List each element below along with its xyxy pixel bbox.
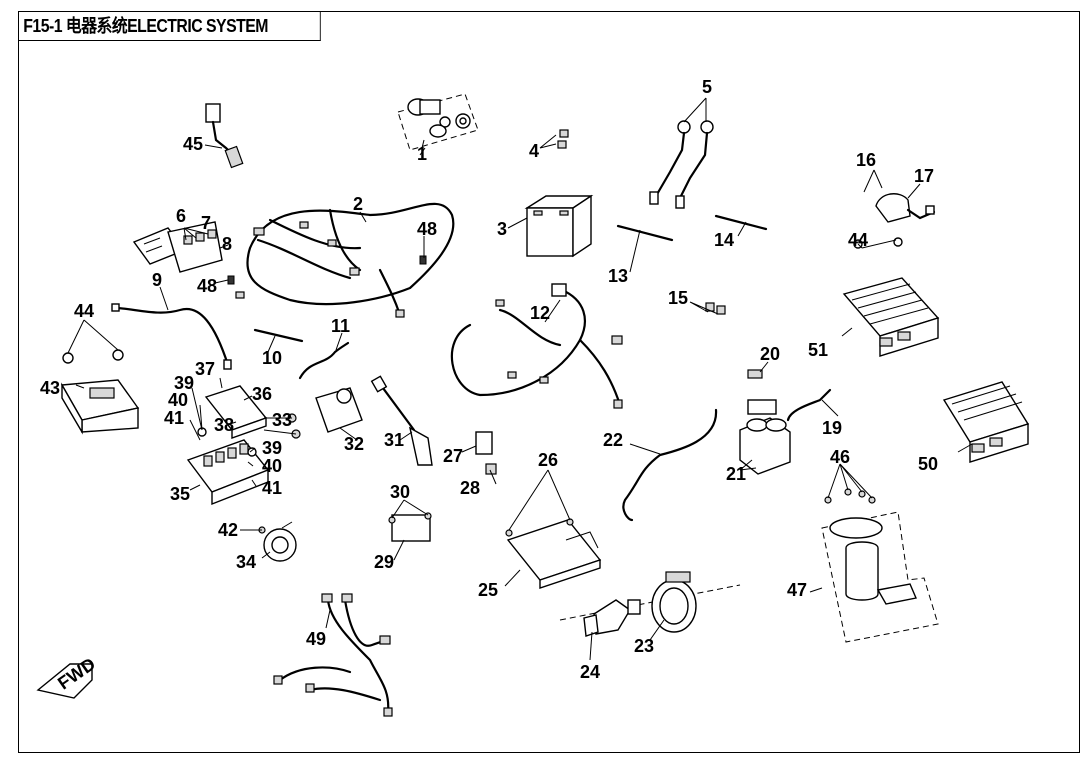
callout-40-left: 40 — [168, 390, 188, 410]
callout-27: 27 — [443, 446, 463, 466]
callout-47: 47 — [787, 580, 807, 600]
callout-33: 33 — [272, 410, 292, 430]
part-22-wire — [622, 408, 718, 522]
part-29-module — [388, 512, 432, 542]
callout-48-top: 48 — [417, 219, 437, 239]
part-15-clips — [705, 302, 726, 315]
callout-50: 50 — [918, 454, 938, 474]
part-17-sensor — [875, 193, 936, 223]
drawing-border — [18, 11, 1080, 753]
callout-13: 13 — [608, 266, 628, 286]
callout-46: 46 — [830, 447, 850, 467]
part-49-harness — [273, 593, 393, 717]
callout-39-right: 39 — [262, 438, 282, 458]
callout-37: 37 — [195, 359, 215, 379]
part-3-battery — [524, 194, 594, 258]
callout-8: 8 — [222, 234, 232, 254]
callout-32: 32 — [344, 434, 364, 454]
leader-lines — [67, 97, 973, 661]
callout-2: 2 — [353, 194, 363, 214]
part-47-fuel-pump-assembly — [821, 488, 939, 643]
part-14-rod — [714, 214, 768, 231]
callout-40-right: 40 — [262, 456, 282, 476]
callout-29: 29 — [374, 552, 394, 572]
callout-15: 15 — [668, 288, 688, 308]
callout-31: 31 — [384, 430, 404, 450]
callout-5: 5 — [702, 77, 712, 97]
callout-39-left: 39 — [174, 373, 194, 393]
callout-36: 36 — [252, 384, 272, 404]
callout-7: 7 — [201, 213, 211, 233]
callout-49: 49 — [306, 629, 326, 649]
callout-42: 42 — [218, 520, 238, 540]
callout-26: 26 — [538, 450, 558, 470]
part-32-coil — [287, 387, 363, 439]
part-27-relay — [475, 431, 497, 475]
callout-22: 22 — [603, 430, 623, 450]
callout-21: 21 — [726, 464, 746, 484]
part-5-wires — [649, 120, 714, 209]
diagram-title: F15-1 电器系统ELECTRIC SYSTEM — [18, 11, 321, 41]
callout-3: 3 — [497, 219, 507, 239]
callout-labels: 45 1 4 5 2 3 48 6 7 8 48 9 10 11 44 43 3… — [40, 77, 938, 682]
callout-6: 6 — [176, 206, 186, 226]
part-25-cover — [505, 518, 602, 589]
part-4-clips — [557, 129, 569, 149]
part-10-rod — [253, 328, 304, 343]
callout-28: 28 — [460, 478, 480, 498]
callout-44-right: 44 — [848, 230, 868, 250]
callout-17: 17 — [914, 166, 934, 186]
callout-11: 11 — [331, 316, 350, 336]
part-45-sensor — [205, 103, 244, 169]
callout-35: 35 — [170, 484, 190, 504]
part-9-wire — [111, 303, 232, 370]
part-51-regulator — [842, 237, 940, 357]
callout-51: 51 — [808, 340, 828, 360]
callout-45: 45 — [183, 134, 203, 154]
callout-41-right: 41 — [262, 478, 282, 498]
callout-30: 30 — [390, 482, 410, 502]
callout-23: 23 — [634, 636, 654, 656]
callout-44-left: 44 — [74, 301, 94, 321]
fwd-arrow-marker: FWD — [36, 654, 99, 699]
callout-14: 14 — [714, 230, 734, 250]
callout-38: 38 — [214, 415, 234, 435]
callout-20: 20 — [760, 344, 780, 364]
part-31-plug-cap — [370, 375, 433, 466]
part-48-clips — [227, 255, 427, 285]
callout-24: 24 — [580, 662, 600, 682]
part-34-horn — [258, 521, 297, 562]
part-19-hose — [786, 388, 832, 422]
part-11-wire — [298, 341, 350, 380]
part-13-rod — [616, 224, 674, 242]
part-50-regulator — [942, 381, 1030, 463]
callout-9: 9 — [152, 270, 162, 290]
part-12-harness — [450, 283, 623, 409]
callout-4: 4 — [529, 141, 539, 161]
callout-34: 34 — [236, 552, 256, 572]
callout-43: 43 — [40, 378, 60, 398]
part-2-main-harness — [235, 202, 455, 318]
callout-1: 1 — [417, 144, 427, 164]
callout-12: 12 — [530, 303, 550, 323]
callout-16: 16 — [856, 150, 876, 170]
callout-19: 19 — [822, 418, 842, 438]
part-21-starter-relay — [739, 369, 791, 475]
callout-25: 25 — [478, 580, 498, 600]
part-1-kit — [397, 93, 479, 156]
part-43-controller — [60, 349, 140, 435]
callout-10: 10 — [262, 348, 282, 368]
part-35-fuse-box — [186, 427, 270, 506]
part-24-pump — [559, 584, 741, 637]
part-23-ring — [651, 571, 697, 633]
part-6-7-8-fuse-block — [132, 221, 223, 273]
callout-48-left: 48 — [197, 276, 217, 296]
callout-41-left: 41 — [164, 408, 184, 428]
